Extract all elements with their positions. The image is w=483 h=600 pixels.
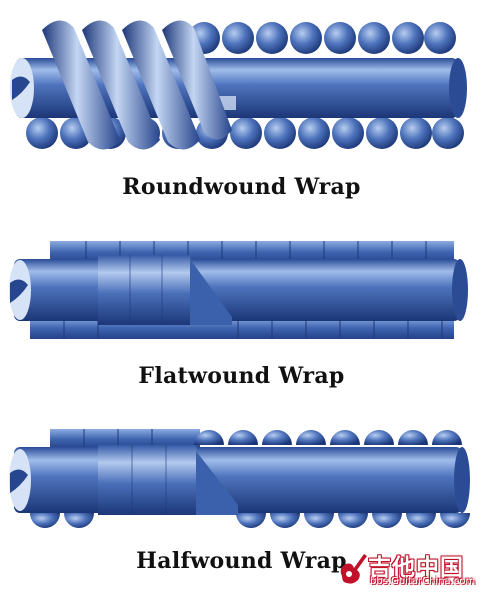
halfwound-wrap-sleeve [98,445,238,515]
watermark-chinese-text: 吉他中国 [368,555,464,581]
halfwound-caption: Halfwound Wrap [136,548,347,574]
guitar-logo-icon [340,554,367,584]
halfwound-top-winding-row [50,429,462,449]
halfwound-bottom-winding-row [30,513,470,528]
halfwound-core [9,447,470,513]
flatwound-core [9,259,468,321]
watermark-url: bbs.GuitarChina.com [370,576,476,587]
roundwound-caption: Roundwound Wrap [122,174,361,200]
roundwound-top-winding-row [188,22,456,54]
roundwound-helical-coils [42,20,232,150]
halfwound-diagram [9,429,470,528]
flatwound-caption: Flatwound Wrap [138,363,345,389]
site-watermark: 吉他中国 bbs.GuitarChina.com [336,548,481,594]
flatwound-panel: Flatwound Wrap [0,215,483,405]
roundwound-panel: Roundwound Wrap [0,0,483,215]
halfwound-panel: Halfwound Wrap [0,405,483,600]
flatwound-wrap-sleeve [98,255,232,325]
roundwound-diagram [10,20,467,150]
flatwound-diagram [9,241,468,339]
